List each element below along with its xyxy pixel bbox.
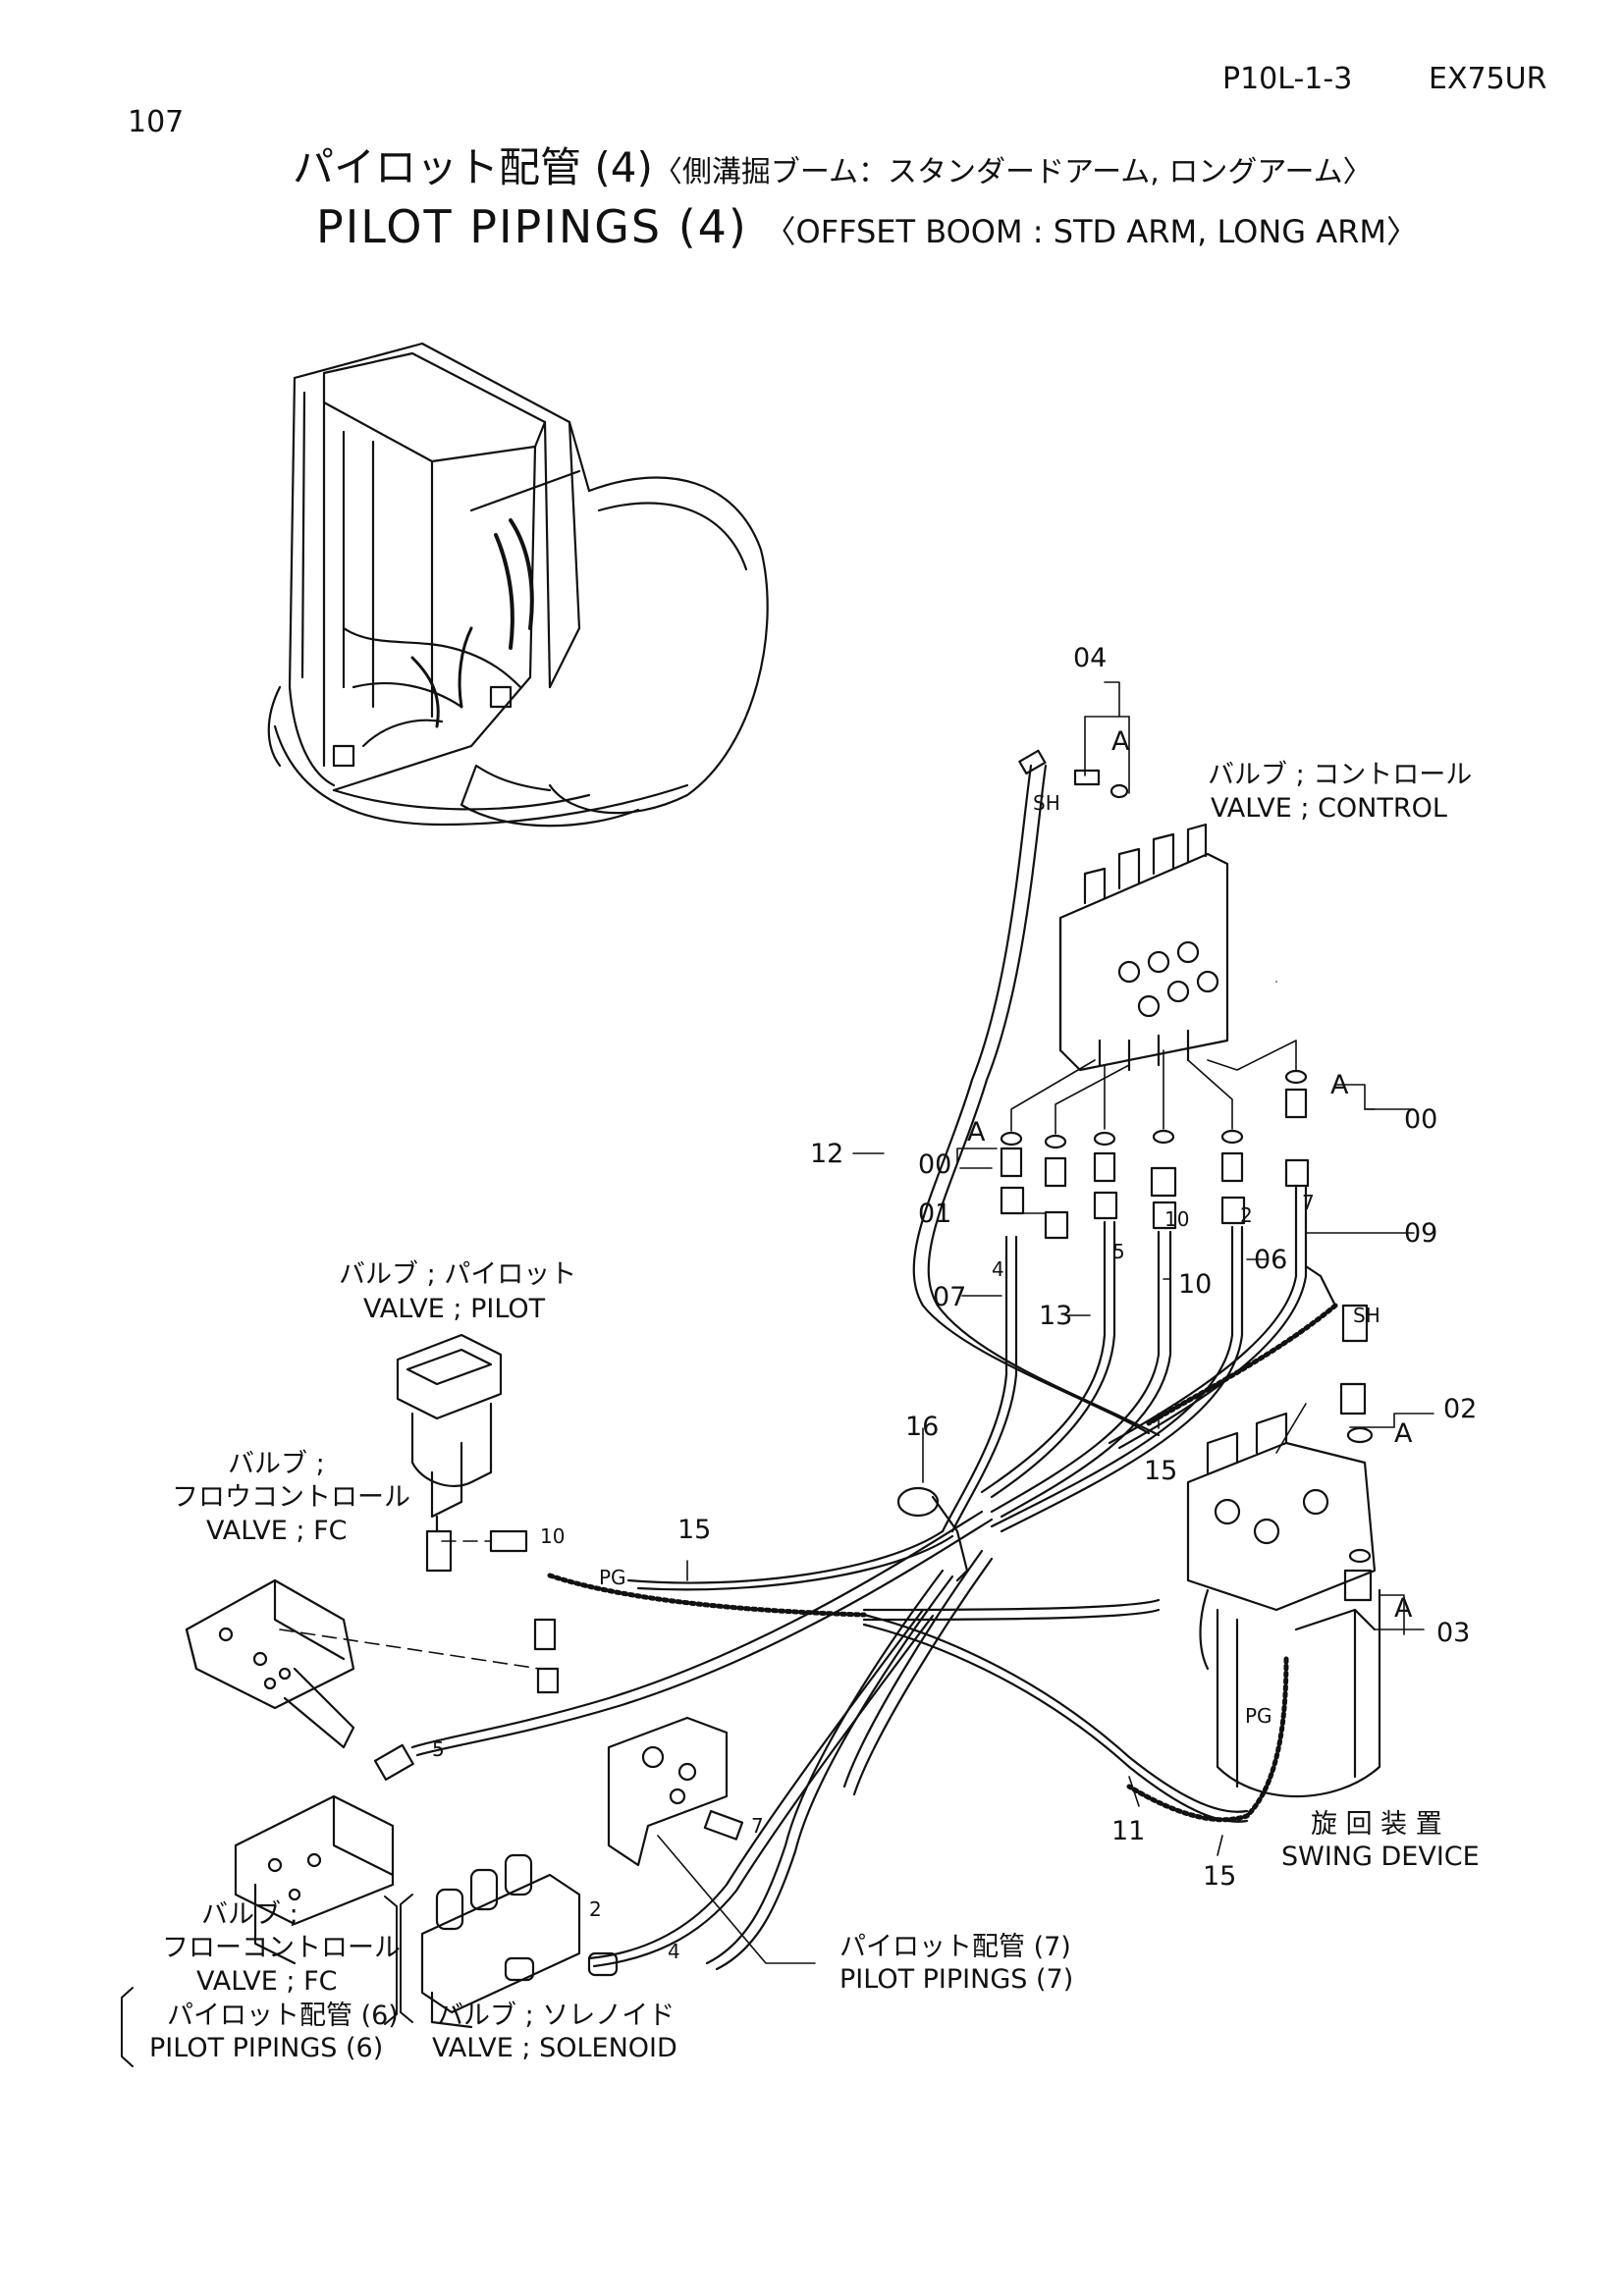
- swing-device-label-jp: 旋 回 装 置: [1311, 1809, 1442, 1840]
- control-valve-fittings: [1000, 1069, 1310, 1240]
- pilot-valve-illustration: [396, 1333, 503, 1573]
- control-valve-label-en: VALVE ; CONTROL: [1211, 793, 1447, 824]
- mark-4-upper: 4: [992, 1257, 1004, 1281]
- title-japanese-sub: 〈側溝掘ブーム：スタンダードアーム, ロングアーム〉: [652, 155, 1373, 189]
- fc-valve-lower-label-en: VALVE ; FC: [196, 1966, 338, 1997]
- solenoid-valve-illustration: [420, 1853, 619, 2029]
- callout-15-upper: 15: [1144, 1456, 1178, 1486]
- fc-valve-lower-illustration: [234, 1794, 395, 1965]
- callout-04: 04: [1073, 643, 1108, 673]
- control-valve-label-jp: バルブ ; コントロール: [1208, 760, 1473, 790]
- pilot-pipings-6-label-jp: パイロット配管 (6): [167, 2001, 399, 2031]
- callout-00-left: 00: [918, 1149, 952, 1180]
- mark-10-upper: 10: [1164, 1207, 1190, 1231]
- title-english: PILOT PIPINGS (4) 〈OFFSET BOOM : STD ARM…: [316, 204, 1418, 249]
- callout-13: 13: [1039, 1301, 1073, 1331]
- pilot-valve-label-jp: バルブ ; パイロット: [339, 1259, 577, 1290]
- fc-valve-lower-label-jp2: フローコントロール: [162, 1933, 401, 1963]
- mark-2-lower: 2: [589, 1897, 602, 1921]
- excavator-illustration: [267, 342, 769, 828]
- mark-4-lower: 4: [668, 1940, 680, 1963]
- hose-spring-guard: [547, 1303, 1338, 1823]
- title-english-sub: 〈OFFSET BOOM : STD ARM, LONG ARM〉: [764, 213, 1418, 250]
- dashed-leaders: [279, 1540, 541, 1670]
- pilot-hoses: [410, 764, 1308, 1971]
- mark-pg-right: PG: [1245, 1704, 1272, 1728]
- reference-code: P10L-1-3: [1222, 62, 1353, 96]
- fc-valve-upper-illustration: [185, 1578, 355, 1749]
- callout-a-top: A: [1111, 726, 1130, 757]
- callout-15-lower: 15: [1203, 1861, 1237, 1892]
- callout-00-right: 00: [1404, 1104, 1438, 1135]
- bracket-illustration: [607, 1716, 729, 1867]
- callout-a-swing-lower: A: [1394, 1593, 1413, 1624]
- mark-10-lower: 10: [540, 1524, 566, 1548]
- callout-12: 12: [810, 1139, 844, 1169]
- title-japanese: パイロット配管 (4)〈側溝掘ブーム：スタンダードアーム, ロングアーム〉: [293, 147, 1373, 188]
- callout-01: 01: [918, 1199, 952, 1229]
- callout-15-mid: 15: [677, 1515, 712, 1545]
- solenoid-valve-label-en: VALVE ; SOLENOID: [432, 2033, 677, 2063]
- mark-sh-top: SH: [1033, 791, 1060, 815]
- page-number: 107: [128, 105, 185, 139]
- control-valve-port-leaders: [1010, 981, 1297, 1135]
- callout-07: 07: [933, 1282, 967, 1312]
- callout-02: 02: [1443, 1394, 1478, 1424]
- control-valve-illustration: [1058, 823, 1229, 1072]
- fc-valve-upper-label-en: VALVE ; FC: [206, 1516, 348, 1546]
- pilot-pipings-7-label-jp: パイロット配管 (7): [839, 1932, 1071, 1962]
- callout-16: 16: [905, 1412, 940, 1442]
- fc-valve-upper-label-jp2: フロウコントロール: [172, 1482, 410, 1513]
- pilot-valve-label-en: VALVE ; PILOT: [363, 1294, 546, 1324]
- mark-5-lower: 5: [432, 1737, 445, 1761]
- callout-03: 03: [1436, 1618, 1471, 1648]
- solenoid-valve-label-jp: バルブ ; ソレノイド: [437, 2001, 676, 2031]
- mark-7-lower: 7: [751, 1814, 764, 1838]
- fc-valve-lower-label-jp1: バルブ ;: [201, 1899, 298, 1930]
- mark-7-upper: 7: [1302, 1191, 1315, 1214]
- callout-10: 10: [1178, 1269, 1213, 1300]
- pilot-pipings-6-label-en: PILOT PIPINGS (6): [149, 2033, 384, 2063]
- callout-11: 11: [1111, 1816, 1146, 1846]
- callout-06: 06: [1254, 1245, 1288, 1275]
- model-code: EX75UR: [1429, 62, 1547, 96]
- callout-a-left: A: [967, 1117, 986, 1148]
- callout-a-swing-upper: A: [1394, 1418, 1413, 1449]
- mark-2-upper: 2: [1240, 1203, 1253, 1227]
- mark-sh-right: SH: [1353, 1304, 1380, 1327]
- clamp-illustration: [896, 1486, 969, 1582]
- callout-leaders: [121, 681, 1434, 2067]
- fc-valve-upper-label-jp1: バルブ ;: [228, 1449, 325, 1479]
- callout-09: 09: [1404, 1218, 1438, 1249]
- title-japanese-main: パイロット配管 (4): [293, 143, 653, 191]
- callout-a-right: A: [1330, 1070, 1349, 1100]
- mark-pg-left: PG: [599, 1566, 626, 1589]
- pilot-pipings-7-label-en: PILOT PIPINGS (7): [839, 1964, 1074, 1995]
- swing-device-illustration: [1186, 1264, 1381, 1797]
- swing-device-label-en: SWING DEVICE: [1281, 1842, 1480, 1872]
- title-english-main: PILOT PIPINGS (4): [316, 200, 748, 253]
- mark-5-upper: 5: [1112, 1240, 1125, 1263]
